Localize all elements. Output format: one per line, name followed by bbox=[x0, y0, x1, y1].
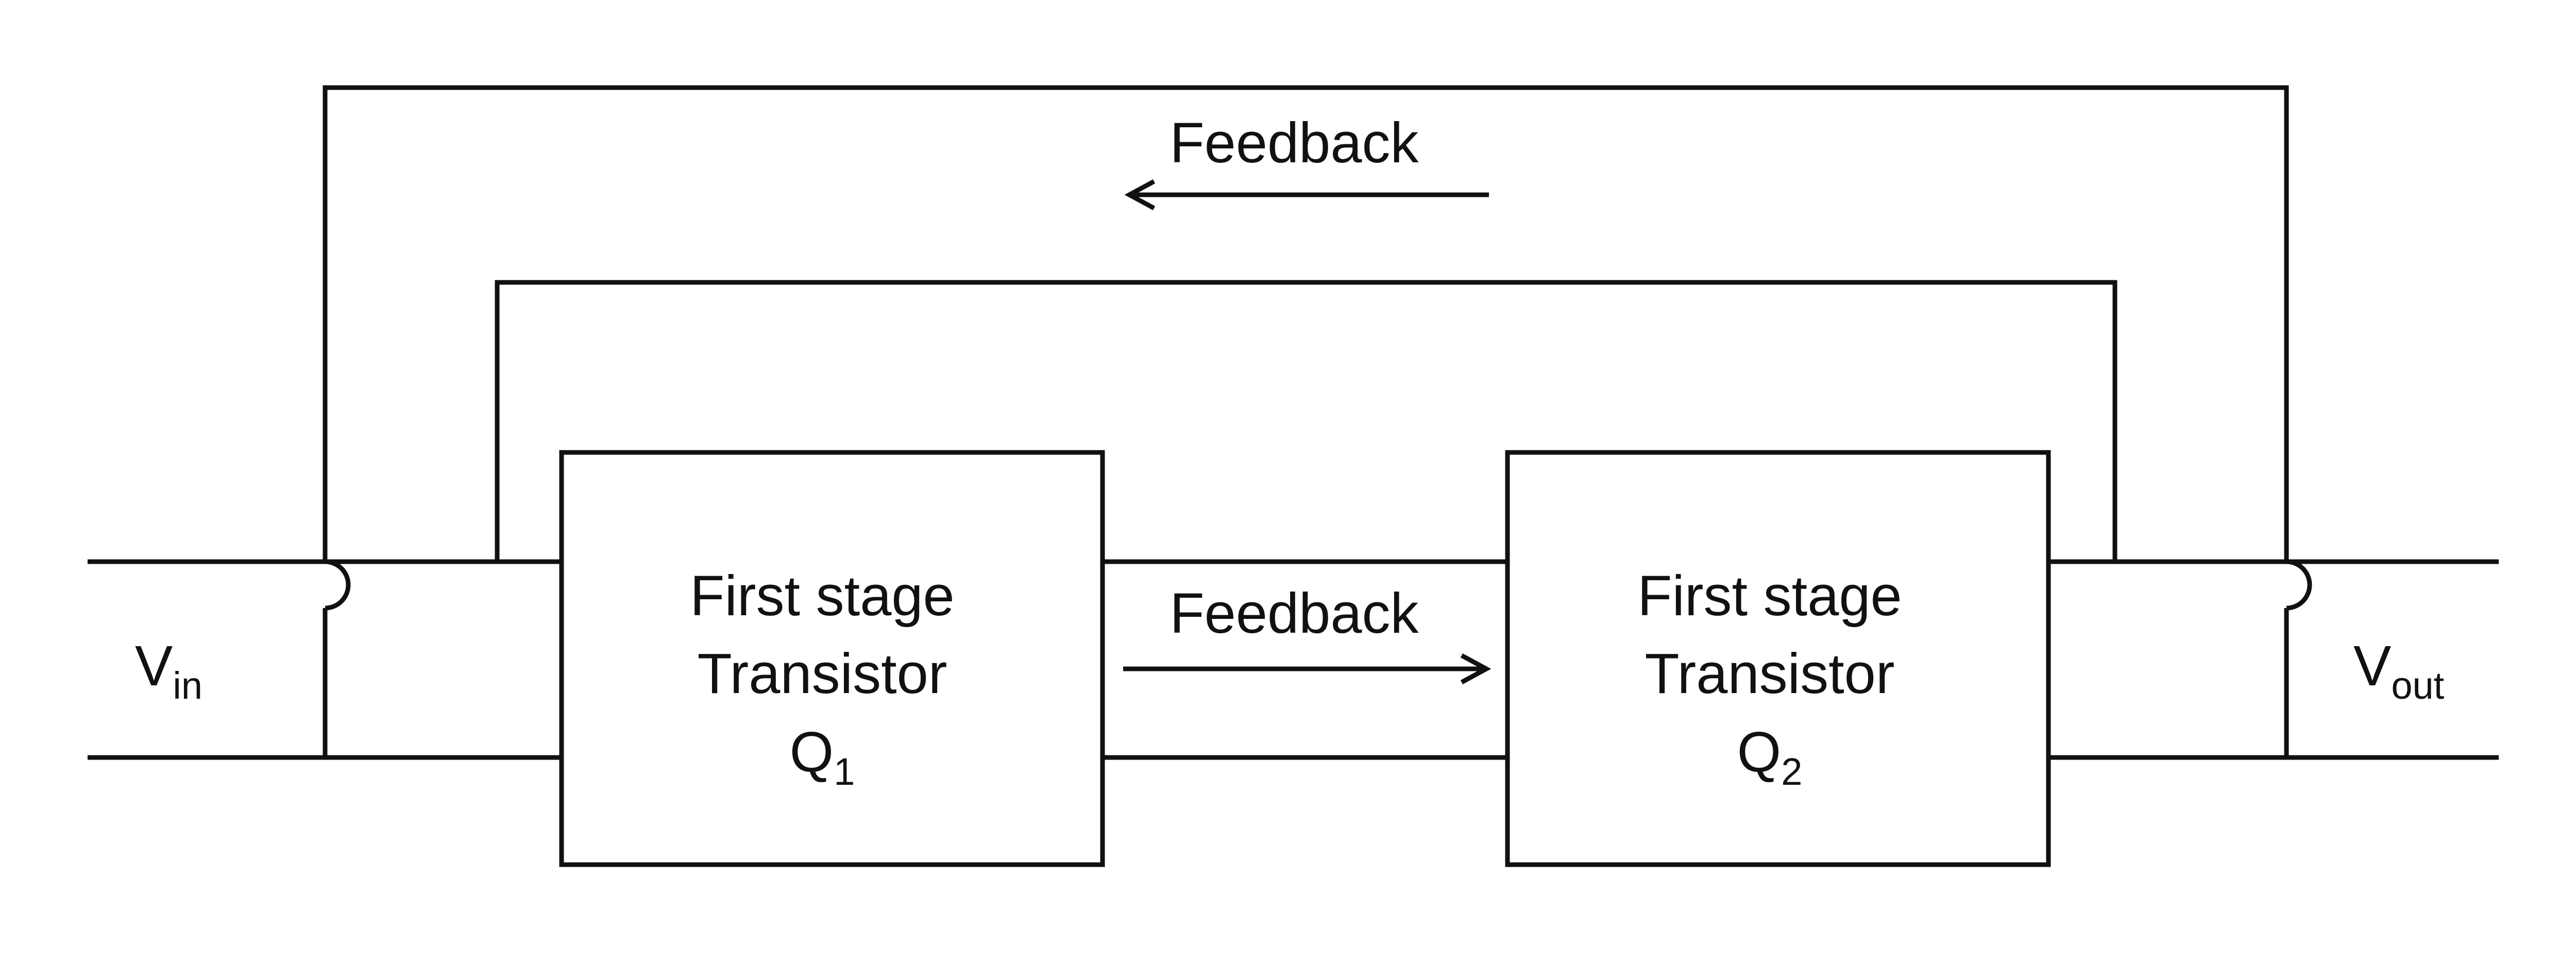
stage1-line1: First stage bbox=[690, 564, 954, 628]
feedback-top-label: Feedback bbox=[1170, 111, 1419, 175]
stage2-line2: Transistor bbox=[1645, 642, 1895, 705]
wires bbox=[88, 85, 2499, 760]
stage2-block bbox=[1505, 450, 2051, 867]
stage1-symbol: Q1 bbox=[790, 720, 855, 793]
feedback-middle-label: Feedback bbox=[1170, 582, 1419, 645]
stage1-line2: Transistor bbox=[698, 642, 947, 705]
feedback-middle-arrow-right-icon bbox=[1123, 653, 1492, 684]
stage2-line1: First stage bbox=[1637, 564, 1902, 628]
inner-feedback-loop bbox=[495, 280, 2117, 562]
stage2-symbol: Q2 bbox=[1737, 720, 1803, 793]
output-voltage-label: Vout bbox=[2353, 634, 2445, 707]
input-voltage-label: Vin bbox=[135, 634, 202, 707]
feedback-top-arrow-left-icon bbox=[1124, 179, 1489, 210]
upper-signal-wire bbox=[88, 559, 2499, 611]
outer-feedback-loop bbox=[323, 85, 2289, 757]
stage1-block bbox=[559, 450, 1105, 867]
